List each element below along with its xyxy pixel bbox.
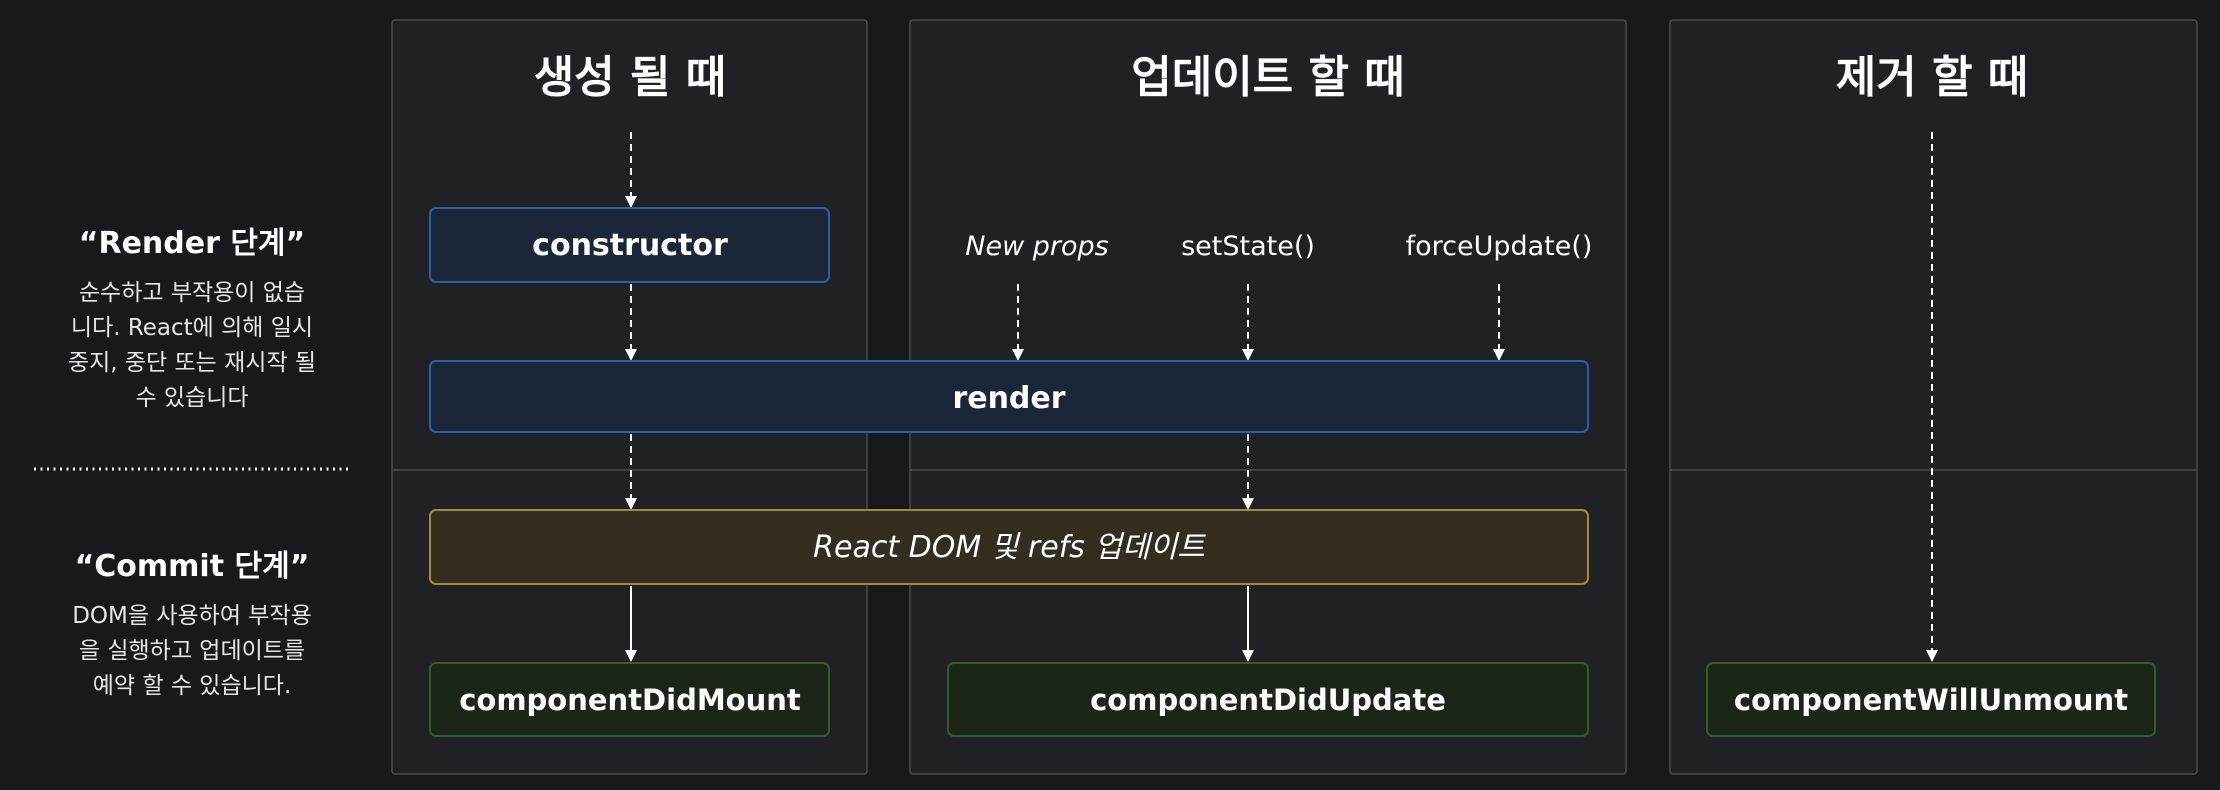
did-mount-box: [429, 662, 830, 737]
dom-update-label: React DOM 및 refs 업데이트: [813, 530, 1206, 565]
did-update-label: componentDidUpdate: [1090, 683, 1446, 717]
will-unmount-label: componentWillUnmount: [1734, 683, 2128, 717]
constructor-box: [429, 207, 830, 283]
trigger-new-props: New props: [965, 231, 1108, 262]
render-phase-desc-line-4: 수 있습니다: [135, 385, 248, 411]
mount-column-title: 생성 될 때: [534, 52, 727, 103]
trigger-set-state: setState(): [1181, 231, 1315, 262]
render-phase-title: “Render 단계”: [79, 226, 306, 261]
will-unmount-box: [1706, 662, 2156, 737]
constructor-node: constructor: [429, 207, 830, 283]
render-phase-desc-line-3: 중지, 중단 또는 재시작 될: [68, 350, 316, 376]
render-box: [429, 360, 1589, 433]
will-unmount-node: componentWillUnmount: [1706, 662, 2156, 737]
unmount-column-title: 제거 할 때: [1836, 52, 2029, 103]
render-label: render: [952, 381, 1065, 416]
constructor-label: constructor: [532, 228, 728, 263]
unmount-column: [1669, 19, 2198, 775]
commit-phase-title: “Commit 단계”: [75, 549, 310, 584]
commit-phase-desc-line-1: DOM을 사용하여 부작용: [72, 603, 312, 629]
did-mount-node: componentDidMount: [429, 662, 830, 737]
trigger-force-update: forceUpdate(): [1406, 231, 1593, 262]
dom-update-box: [429, 509, 1589, 585]
commit-phase-desc-line-3: 예약 할 수 있습니다.: [93, 673, 292, 699]
did-mount-label: componentDidMount: [459, 683, 801, 717]
did-update-box: [947, 662, 1589, 737]
did-update-node: componentDidUpdate: [947, 662, 1589, 737]
commit-phase-desc-line-2: 을 실행하고 업데이트를: [79, 638, 305, 664]
render-phase-desc-line-2: 니다. React에 의해 일시: [71, 315, 313, 341]
update-column-title: 업데이트 할 때: [1131, 52, 1405, 103]
dom-update-node: React DOM 및 refs 업데이트: [429, 509, 1589, 585]
render-phase-desc-line-1: 순수하고 부작용이 없습: [79, 280, 305, 306]
render-node: render: [429, 360, 1589, 433]
arrows: [625, 132, 1938, 662]
